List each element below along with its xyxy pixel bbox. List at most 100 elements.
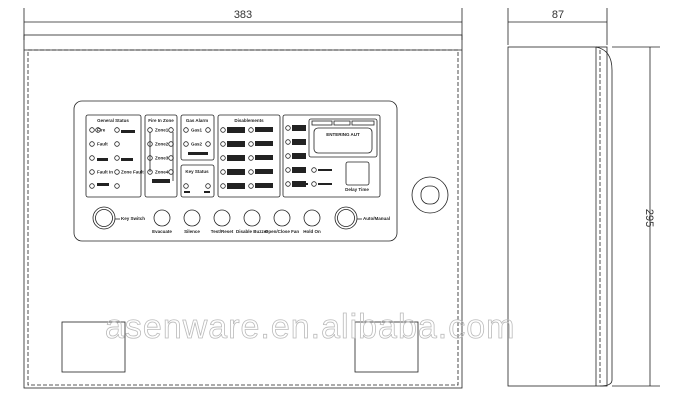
led-indicator <box>248 169 254 175</box>
delay-time-display <box>345 161 370 186</box>
gas-label: Gas2 <box>191 142 203 147</box>
led-indicator <box>89 169 95 175</box>
test-reset-label: Test/Reset <box>211 229 234 234</box>
label-block <box>292 153 306 159</box>
led-indicator <box>114 127 120 133</box>
key-switch-label: Key Switch <box>121 216 145 221</box>
led-indicator <box>183 127 189 133</box>
fire-in-zone-box <box>144 114 178 198</box>
led-indicator <box>89 141 95 147</box>
lcd-display <box>308 118 378 158</box>
watermark: asenware.en.alibaba.com <box>105 308 515 346</box>
led-indicator <box>89 183 95 189</box>
test-reset-button[interactable] <box>213 209 231 227</box>
led-indicator <box>114 141 120 147</box>
zone-fire-led <box>147 127 153 133</box>
disable-buzzer-button[interactable] <box>243 209 261 227</box>
label-block <box>255 155 273 160</box>
label-block <box>227 169 245 175</box>
label-block <box>227 183 245 189</box>
label-block <box>152 179 170 183</box>
auto-manual-switch[interactable] <box>334 206 358 230</box>
led-indicator <box>285 153 291 159</box>
cutout-left <box>61 321 126 373</box>
led-indicator <box>89 155 95 161</box>
led-indicator <box>248 155 254 161</box>
lock-knob[interactable] <box>411 176 449 214</box>
silence-button[interactable] <box>183 209 201 227</box>
label-block <box>255 169 273 174</box>
lcd-screen <box>313 127 373 154</box>
disablements-title: Disablements <box>234 118 264 123</box>
depth-dimension: 87 <box>507 8 608 45</box>
label-block <box>121 158 133 161</box>
led-indicator <box>114 183 120 189</box>
label-block <box>97 183 109 186</box>
label-block <box>292 139 306 145</box>
zone-label: Zone1 <box>155 128 169 133</box>
evacuate-button[interactable] <box>153 209 171 227</box>
height-dimension: 295 <box>612 46 660 387</box>
label-block <box>255 127 273 132</box>
led-indicator <box>205 141 211 147</box>
fire-in-zone-title: Fire In Zone <box>148 118 174 123</box>
hold-on-label: Hold On <box>303 229 321 234</box>
led-indicator <box>205 127 211 133</box>
depth-label: 87 <box>552 9 564 21</box>
general-status-label: Zone Fault <box>121 170 144 175</box>
auto-manual-label: Auto/Manual <box>363 216 390 221</box>
led-indicator <box>285 167 291 173</box>
label-block <box>227 141 245 147</box>
side-view <box>507 46 613 387</box>
width-label: 383 <box>234 9 252 21</box>
led-indicator <box>311 181 317 187</box>
led-indicator <box>285 181 291 187</box>
led-indicator <box>311 167 317 173</box>
general-status-box <box>85 114 142 198</box>
key-status-title: Key Status <box>185 169 209 174</box>
led-indicator <box>183 141 189 147</box>
zone-fault-led <box>168 127 174 133</box>
general-status-label: Fault In <box>97 170 113 175</box>
label-block <box>318 169 332 171</box>
led-indicator <box>285 125 291 131</box>
led-indicator <box>220 141 226 147</box>
zone-label: Zone3 <box>155 156 169 161</box>
status-box <box>282 114 381 198</box>
led-indicator <box>220 127 226 133</box>
key-switch[interactable] <box>92 206 116 230</box>
label-block <box>227 155 245 161</box>
label-block <box>292 125 306 131</box>
silence-label: Silence <box>184 229 200 234</box>
led-indicator <box>95 127 101 133</box>
hold-on-button[interactable] <box>303 209 321 227</box>
led-indicator <box>114 155 120 161</box>
led-indicator <box>220 169 226 175</box>
label-block <box>292 167 306 173</box>
label-block <box>188 152 208 155</box>
label-block <box>255 141 273 146</box>
label-block <box>184 191 190 193</box>
led-indicator <box>89 127 95 133</box>
gas-alarm-box <box>180 114 215 161</box>
led-indicator <box>248 141 254 147</box>
disablements-box <box>217 114 281 198</box>
label-block <box>227 127 245 133</box>
disable-buzzer-label: Disable Buzzer <box>236 229 268 234</box>
label-block <box>318 183 332 185</box>
led-indicator <box>248 127 254 133</box>
key-status-box <box>180 164 215 198</box>
lcd-line-1: ENTERING AUT <box>326 132 360 137</box>
gas-alarm-title: Gas Alarm <box>186 118 208 123</box>
led-indicator <box>183 183 189 189</box>
height-label: 295 <box>643 209 655 227</box>
led-indicator <box>220 183 226 189</box>
control-panel <box>73 100 398 242</box>
open-close-fan-button[interactable] <box>273 209 291 227</box>
cutout-right <box>354 321 419 373</box>
width-dimension: 383 <box>23 8 463 40</box>
delay-time-label: Delay Time <box>345 187 369 192</box>
zone-label: Zone4 <box>155 170 169 175</box>
